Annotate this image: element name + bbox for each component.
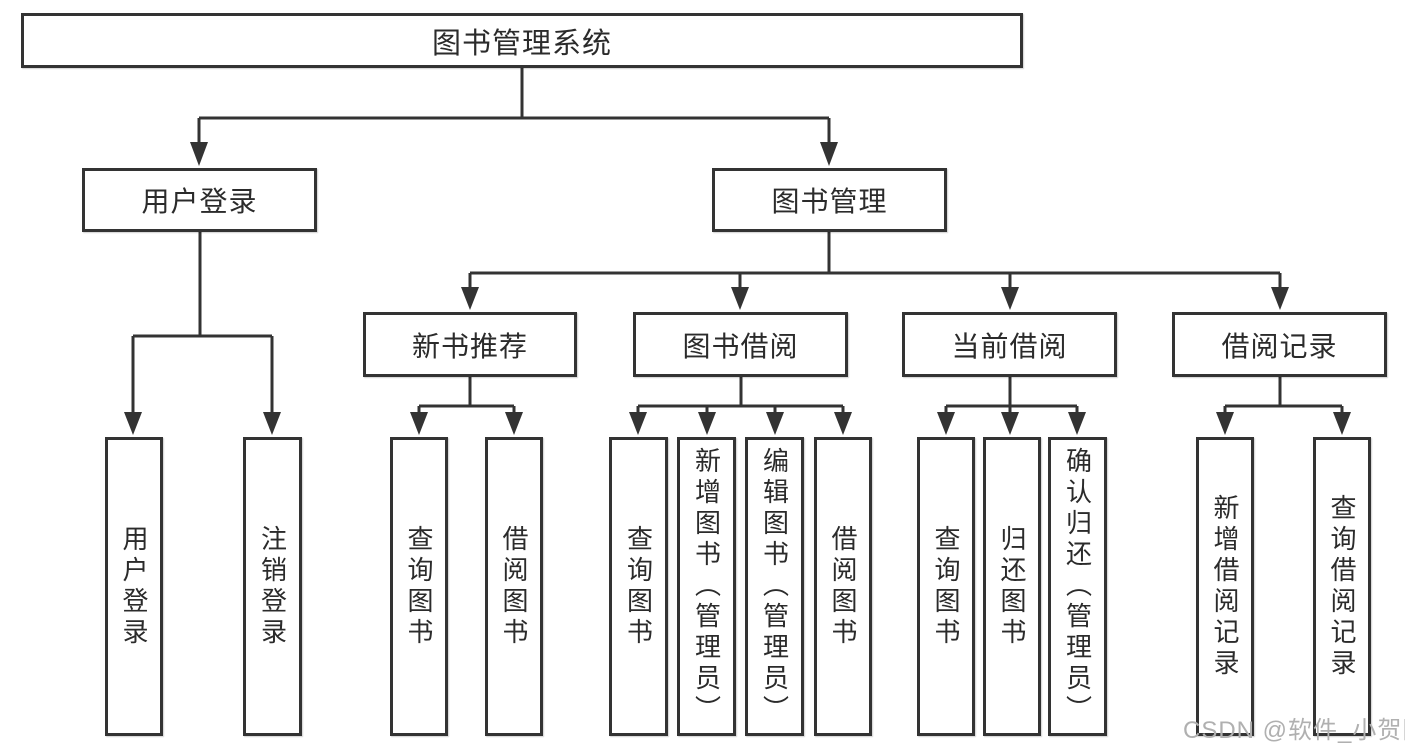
node-borrow-books-leaf: 借阅图书 xyxy=(814,437,872,736)
node-borrow-books-recommend: 借阅图书 xyxy=(485,437,543,736)
node-edit-books-admin: 编辑图书（管理员） xyxy=(745,437,804,736)
node-return-books: 归还图书 xyxy=(983,437,1041,736)
node-borrowing-records: 借阅记录 xyxy=(1172,312,1387,377)
node-new-book-recommend: 新书推荐 xyxy=(363,312,577,377)
node-query-books-borrow: 查询图书 xyxy=(609,437,668,736)
node-add-borrow-record: 新增借阅记录 xyxy=(1196,437,1254,736)
node-label: 借阅记录 xyxy=(1221,330,1338,362)
node-label: 确认归还（管理员） xyxy=(1062,447,1093,726)
node-label: 图书管理 xyxy=(771,186,888,217)
node-book-management: 图书管理 xyxy=(712,168,947,232)
node-query-books-current: 查询图书 xyxy=(917,437,975,736)
node-label: 查询图书 xyxy=(931,524,961,649)
node-current-borrowing: 当前借阅 xyxy=(902,312,1117,377)
node-label: 编辑图书（管理员） xyxy=(759,447,790,726)
node-label: 借阅图书 xyxy=(828,524,858,649)
node-label: 注销登录 xyxy=(257,524,288,649)
node-label: 用户登录 xyxy=(119,524,149,649)
node-root: 图书管理系统 xyxy=(21,13,1023,68)
node-logout: 注销登录 xyxy=(243,437,302,736)
node-label: 借阅图书 xyxy=(499,524,529,649)
node-confirm-return-admin: 确认归还（管理员） xyxy=(1048,437,1107,736)
node-label: 当前借阅 xyxy=(951,330,1068,362)
node-label: 查询图书 xyxy=(623,524,654,649)
node-label: 新增图书（管理员） xyxy=(691,447,722,726)
node-label: 图书管理系统 xyxy=(431,27,612,60)
node-label: 用户登录 xyxy=(141,186,258,217)
node-user-login: 用户登录 xyxy=(82,168,317,232)
node-query-borrow-record: 查询借阅记录 xyxy=(1313,437,1371,736)
node-label: 查询借阅记录 xyxy=(1327,493,1357,680)
node-label: 图书借阅 xyxy=(682,330,799,362)
node-user-login-leaf: 用户登录 xyxy=(105,437,163,736)
node-label: 归还图书 xyxy=(997,524,1027,649)
node-query-books-recommend: 查询图书 xyxy=(390,437,448,736)
node-add-books-admin: 新增图书（管理员） xyxy=(677,437,736,736)
node-label: 新书推荐 xyxy=(411,330,528,362)
node-label: 新增借阅记录 xyxy=(1210,493,1240,680)
node-book-borrowing: 图书借阅 xyxy=(633,312,848,377)
csdn-watermark: CSDN @软件_小贺同学 xyxy=(1183,717,1405,744)
node-label: 查询图书 xyxy=(404,524,434,649)
